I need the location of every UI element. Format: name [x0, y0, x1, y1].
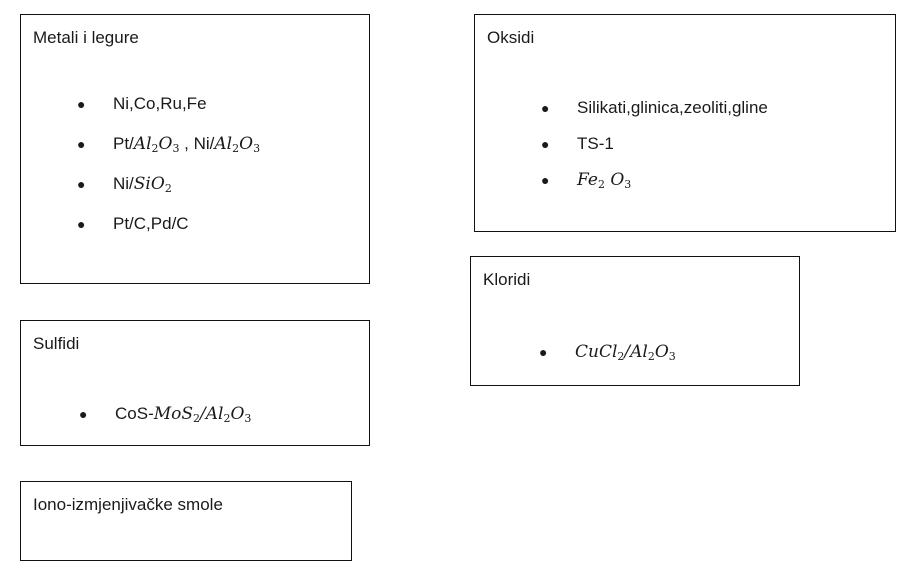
- kloridi-box: Kloridi ● CuCl2/Al2O3: [470, 256, 800, 386]
- metali-item-2: Ni/SiO2: [113, 174, 172, 195]
- metali-item-1: Pt/Al2O3 , Ni/Al2O3: [113, 134, 261, 155]
- formula-al2o3: Al2O3: [214, 134, 261, 155]
- bullet-icon: ●: [541, 136, 550, 152]
- metali-item-0: Ni,Co,Ru,Fe: [113, 94, 207, 113]
- bullet-icon: ●: [79, 406, 88, 422]
- metali-item-3: Pt/C,Pd/C: [113, 214, 189, 233]
- bullet-icon: ●: [539, 344, 548, 360]
- formula-al2o3: Al2O3: [133, 134, 180, 155]
- metali-box: Metali i legure ● Ni,Co,Ru,Fe ● Pt/Al2O3…: [20, 14, 370, 284]
- bullet-icon: ●: [541, 100, 550, 116]
- oksidi-item-0: Silikati,glinica,zeoliti,gline: [577, 98, 768, 117]
- kloridi-item-0: CuCl2/Al2O3: [575, 339, 676, 370]
- bullet-icon: ●: [541, 172, 550, 188]
- formula-mos2-al2o3: MoS2/Al2O3: [153, 404, 252, 425]
- oksidi-item-2: Fe2 O3: [577, 167, 631, 198]
- oksidi-item-1: TS-1: [577, 134, 614, 153]
- smole-box: Iono-izmjenjivačke smole: [20, 481, 352, 561]
- oksidi-box: Oksidi ● Silikati,glinica,zeoliti,gline …: [474, 14, 896, 232]
- kloridi-title: Kloridi: [483, 270, 531, 289]
- bullet-icon: ●: [77, 136, 86, 152]
- sulfidi-item-0: CoS-MoS2/Al2O3: [115, 404, 252, 425]
- bullet-icon: ●: [77, 216, 86, 232]
- formula-fe2o3: Fe2 O3: [577, 170, 632, 191]
- metali-title: Metali i legure: [33, 28, 139, 47]
- oksidi-title: Oksidi: [487, 28, 535, 47]
- formula-cucl2-al2o3: CuCl2/Al2O3: [575, 342, 676, 363]
- sulfidi-box: Sulfidi ● CoS-MoS2/Al2O3: [20, 320, 370, 446]
- smole-title: Iono-izmjenjivačke smole: [33, 495, 223, 514]
- bullet-icon: ●: [77, 176, 86, 192]
- formula-sio2: SiO2: [133, 174, 172, 195]
- sulfidi-title: Sulfidi: [33, 334, 80, 353]
- bullet-icon: ●: [77, 96, 86, 112]
